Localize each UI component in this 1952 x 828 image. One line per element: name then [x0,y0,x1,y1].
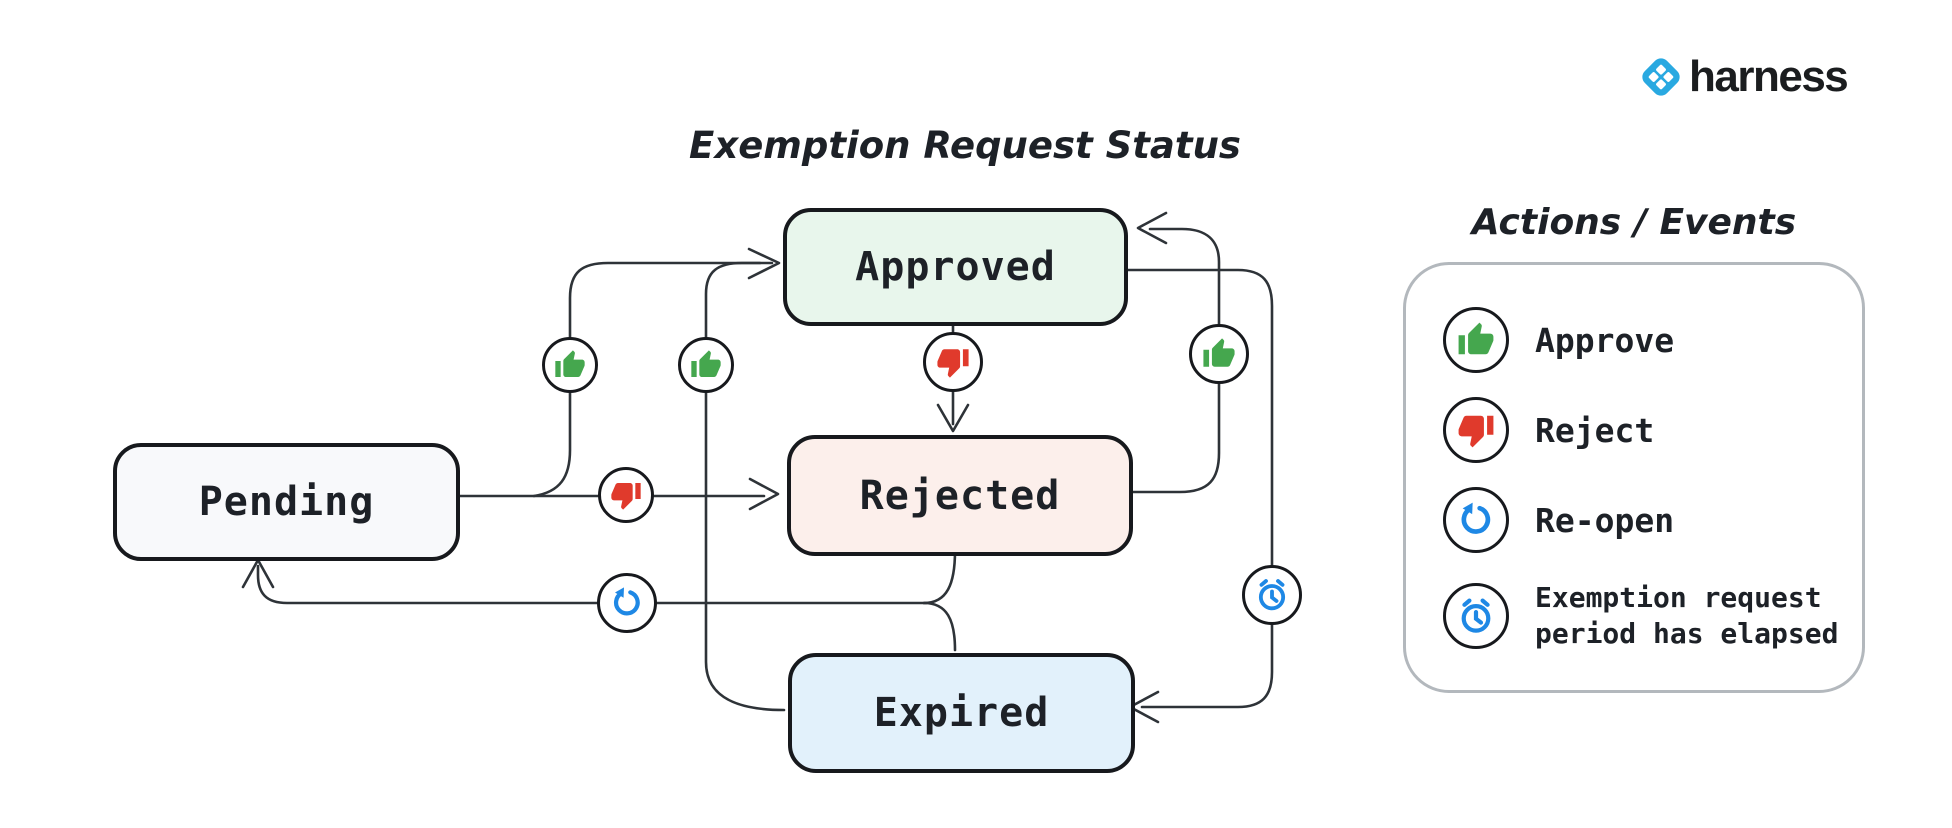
thumb-down-icon [1458,415,1494,448]
alarm-clock-icon [1258,579,1286,611]
harness-brand: harness [1636,52,1849,102]
reject-badge-pending-rejected [598,467,654,523]
edge-expired-reopen-branch [922,601,957,652]
arrowhead-into-approved-left [747,247,781,280]
legend-title: Actions / Events [1471,202,1797,243]
legend-label-elapsed: Exemption request period has elapsed [1535,581,1839,651]
legend-label-reopen: Re-open [1535,500,1675,540]
undo-icon [1461,502,1491,534]
edge-expired-approved [704,261,786,712]
alarm-clock-icon [1461,598,1491,634]
harness-logo-icon [1636,52,1686,102]
state-rejected: Rejected [787,435,1133,556]
legend-item-approve: Approve [1443,307,1674,373]
legend-item-elapsed: Exemption request period has elapsed [1443,580,1880,653]
thumb-down-icon [611,483,641,510]
thumb-up-icon [1458,322,1494,355]
edge-rejected-reopen-branch [922,549,957,605]
approve-badge-pending-approved [542,337,598,393]
harness-logo-icon [1642,58,1680,96]
arrowhead-into-rejected-left [748,477,780,511]
approve-badge-expired-approved [678,337,734,393]
reject-badge-approved-rejected [923,332,983,392]
state-pending: Pending [113,443,460,561]
reopen-badge [597,573,657,633]
state-expired-label: Expired [873,690,1050,736]
diagram-title: Exemption Request Status [689,124,1241,167]
state-rejected-label: Rejected [859,472,1061,519]
state-expired: Expired [788,653,1135,773]
thumb-down-icon [937,349,969,378]
thumb-up-icon [691,350,721,377]
undo-icon [613,587,640,616]
arrowhead-into-approved-right [1136,211,1168,245]
alarm-clock-icon [1443,583,1509,650]
thumb-down-icon [1443,397,1509,463]
legend-label-reject: Reject [1535,410,1655,450]
elapsed-badge-approved-expired [1242,565,1302,625]
legend-item-reject: Reject [1443,397,1654,463]
approve-badge-rejected-approved [1189,324,1249,384]
state-approved-label: Approved [855,244,1056,290]
thumb-up-icon [1443,307,1509,373]
state-approved: Approved [783,208,1128,326]
edge-pending-approved [532,261,774,498]
arrowhead-into-rejected-top [936,403,970,433]
state-pending-label: Pending [198,479,375,525]
undo-icon [1443,487,1509,553]
thumb-up-icon [1203,338,1235,367]
legend-label-approve: Approve [1535,320,1675,360]
edge-approved-expired [1120,268,1274,709]
brand-name: harness [1689,52,1849,101]
edge-reopen-pending [256,564,928,605]
legend-item-reopen: Re-open [1443,487,1674,553]
thumb-up-icon [555,350,585,377]
edge-rejected-approved [1123,227,1221,494]
